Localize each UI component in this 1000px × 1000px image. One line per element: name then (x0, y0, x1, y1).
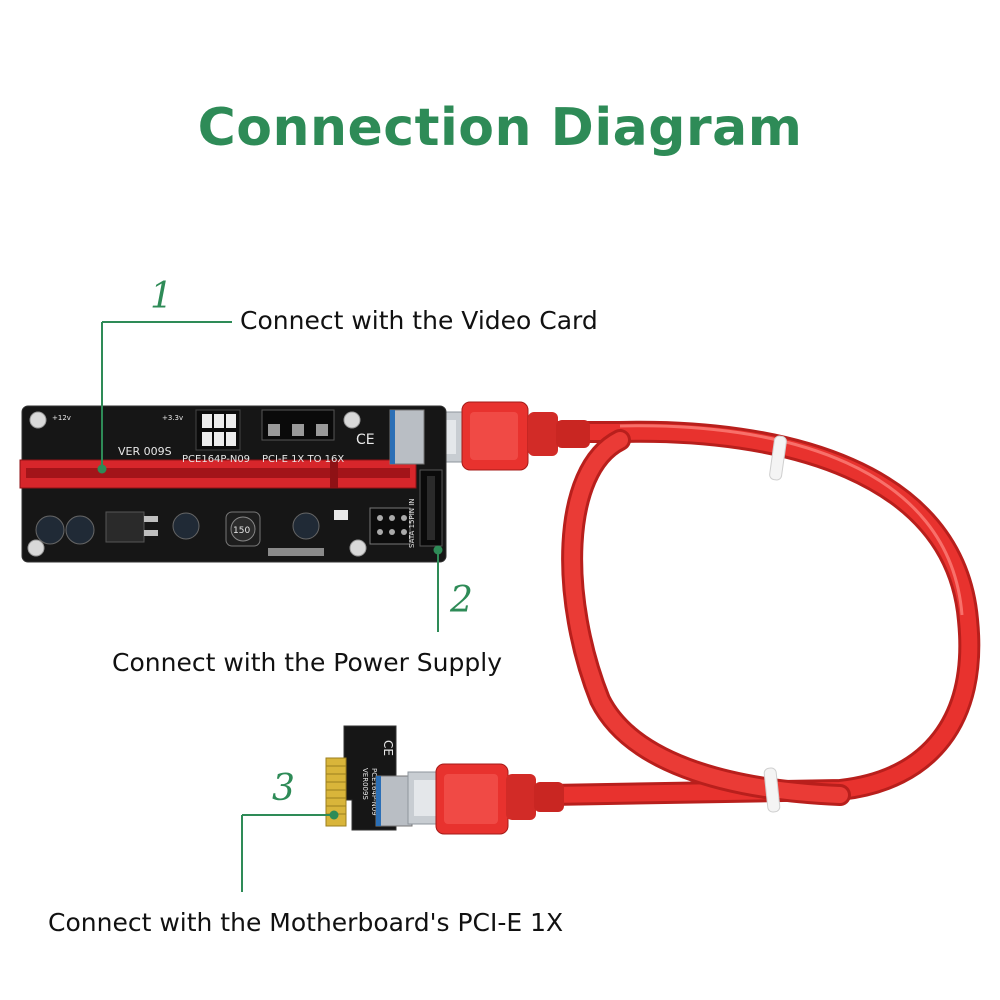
adapter-ce-mark: CE (381, 740, 395, 756)
step-number-3: 3 (272, 768, 295, 809)
cable-strand-back (561, 429, 851, 806)
mounting-hole (343, 411, 361, 429)
adapter-model-label: PCE164P-N09 (370, 768, 378, 816)
cable-strand-inner (517, 423, 978, 803)
leader-dot-3 (329, 810, 339, 820)
pcb-slot-label: PCI-E 1X TO 16X (262, 454, 344, 465)
pcb-version-label: VER 009S (118, 445, 172, 458)
usb-plug-bottom (407, 763, 564, 835)
capacitor (172, 512, 200, 540)
step-label-3: Connect with the Motherboard's PCI-E 1X (48, 908, 564, 937)
pcb-inductor-label: 150 (233, 526, 250, 536)
pcie-1x-adapter: CE PCE164P-N09 VER009S (325, 725, 413, 831)
cable-strand-back-inner (564, 432, 848, 803)
page-title: Connection Diagram (197, 98, 803, 158)
adapter-version-label: VER009S (361, 768, 369, 800)
riser-usb-port (389, 409, 425, 465)
step-number-2: 2 (450, 580, 473, 621)
capacitor (65, 515, 95, 545)
mounting-hole (29, 411, 47, 429)
pcb-33v-label: +3.3v (162, 414, 183, 422)
capacitor (35, 515, 65, 545)
pcb-sata-label: SATA 15PIN IN (408, 498, 416, 548)
mounting-hole (349, 539, 367, 557)
gold-fingers (325, 757, 347, 827)
usb-cable (514, 420, 981, 813)
regulator (105, 511, 145, 543)
capacitor (292, 512, 320, 540)
mounting-hole (27, 539, 45, 557)
cable-tie-top (769, 435, 787, 481)
leader-dot-2 (433, 545, 443, 555)
pcb-model-label: PCE164P-N09 (182, 454, 250, 465)
pcb-12v-label: +12v (52, 414, 71, 422)
step-number-1: 1 (150, 276, 173, 317)
cable-tie-bottom (763, 767, 781, 813)
leader-dot-1 (97, 464, 107, 474)
riser-board: VER 009S PCE164P-N09 PCI-E 1X TO 16X +12… (19, 405, 447, 563)
step-label-2: Connect with the Power Supply (112, 648, 503, 677)
step-label-1: Connect with the Video Card (240, 306, 598, 335)
ic-chip (369, 507, 411, 545)
led-indicator (334, 510, 348, 520)
cable-highlight (619, 424, 964, 616)
callout-lines (97, 321, 443, 892)
adapter-usb-port (375, 775, 413, 827)
pcb-ce-mark: CE (356, 432, 375, 448)
